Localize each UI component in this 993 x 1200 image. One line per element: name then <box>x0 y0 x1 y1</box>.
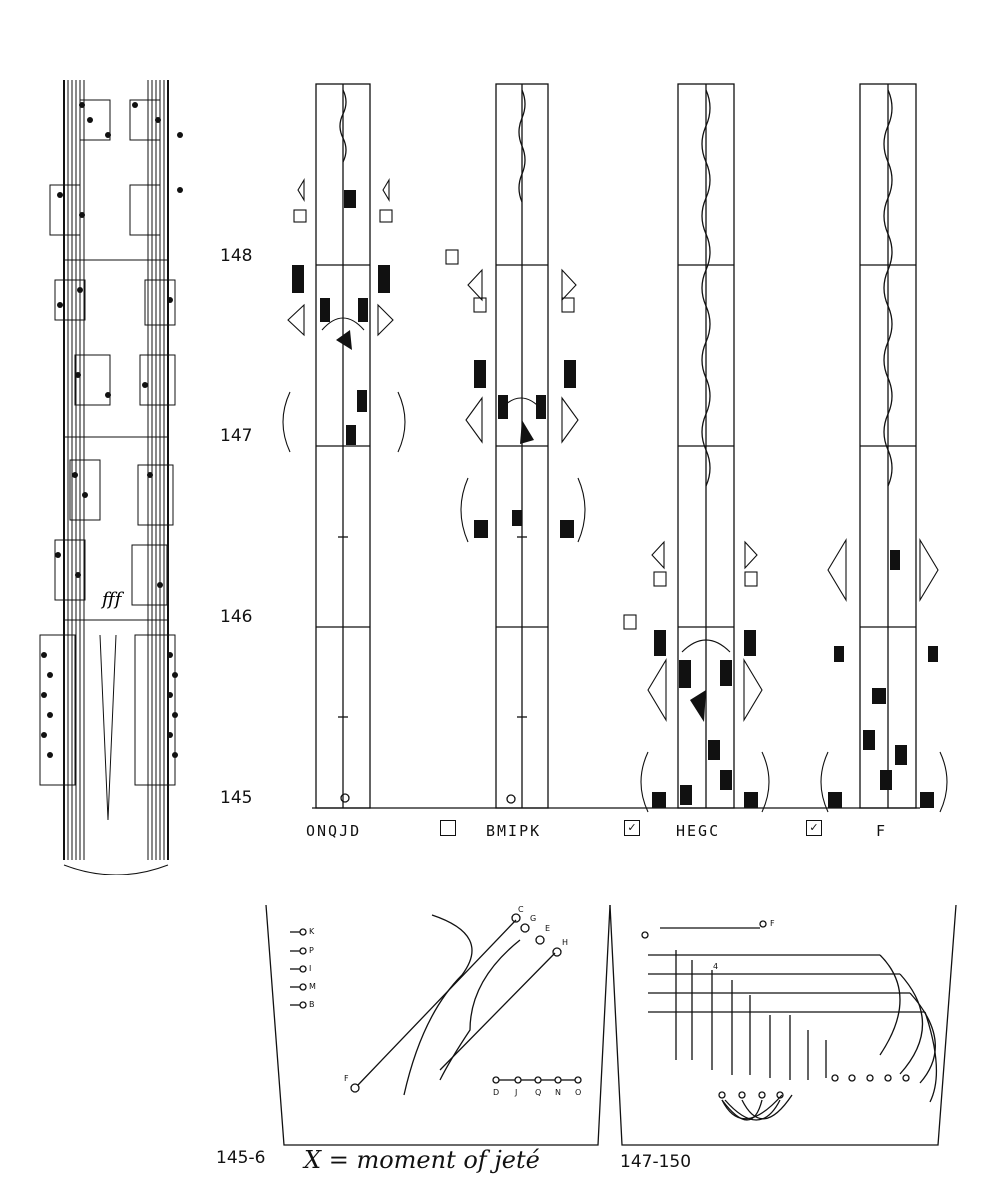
checked-box-icon: ✓ <box>624 820 640 836</box>
box-marker-icon <box>440 820 456 836</box>
left-top-label-e: E <box>545 924 551 933</box>
music-score: fff <box>20 75 200 875</box>
measure-number-148: 148 <box>220 246 253 266</box>
left-bottom-label-n: N <box>555 1088 561 1097</box>
checked-box-icon: ✓ <box>806 820 822 836</box>
dancer-label-onqjd: ONQJD <box>306 822 362 840</box>
left-bottom-label-j: J <box>515 1088 518 1097</box>
right-top-label-f: F <box>770 919 775 928</box>
left-side-label-k: K <box>309 927 315 936</box>
left-top-label-g: G <box>530 914 537 923</box>
dancer-label-hegc: HEGC <box>676 822 721 840</box>
left-side-label-m: M <box>309 982 316 991</box>
dancer-label-f: F <box>876 822 888 840</box>
left-bottom-label-o: O <box>575 1088 582 1097</box>
left-top-label-h: H <box>562 938 569 947</box>
svg-text:fff: fff <box>100 589 125 610</box>
measure-number-147: 147 <box>220 426 253 446</box>
measure-number-146: 146 <box>220 607 253 627</box>
right-arrow-number: 4 <box>713 962 719 971</box>
left-top-label-c: C <box>518 905 524 914</box>
left-side-label-p: P <box>309 946 314 955</box>
left-side-label-b: B <box>309 1000 315 1009</box>
floor-plan-caption-left: 145-6 <box>216 1148 266 1168</box>
floor-plan-caption-right: 147-150 <box>620 1152 692 1172</box>
left-bottom-label-q: Q <box>535 1088 542 1097</box>
measure-number-145: 145 <box>220 788 253 808</box>
jete-legend: X = moment of jeté <box>304 1146 540 1174</box>
music-staff-graphic: fff <box>39 80 183 875</box>
left-start-label-f: F <box>344 1074 349 1083</box>
left-bottom-label-d: D <box>493 1088 500 1097</box>
dancer-label-bmipk: BMIPK <box>486 822 542 840</box>
left-side-label-i: I <box>309 964 312 973</box>
